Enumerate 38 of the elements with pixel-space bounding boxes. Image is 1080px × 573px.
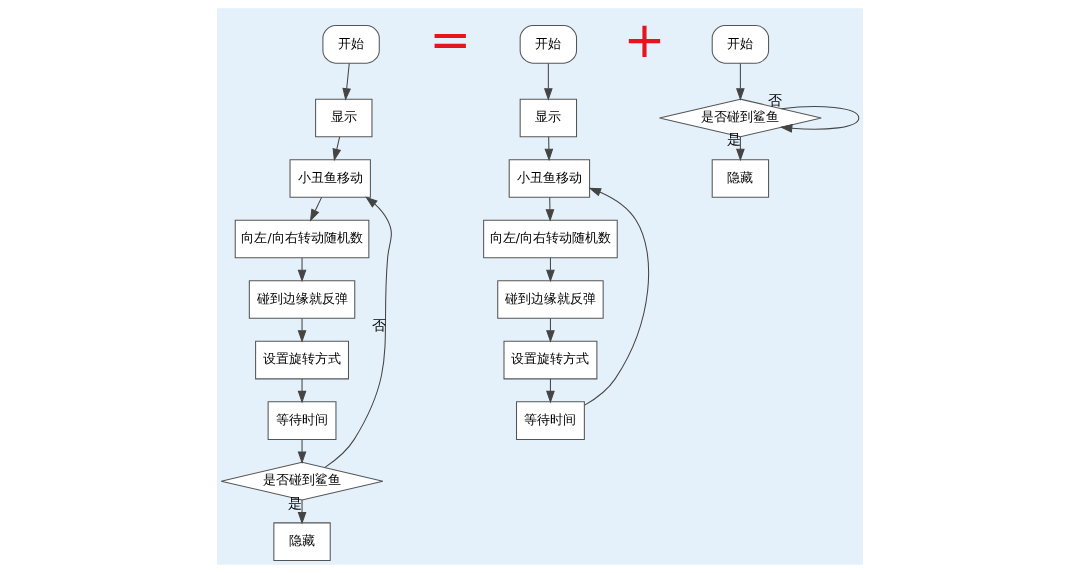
arrow: [297, 378, 307, 404]
node-box: 设置旋转方式: [255, 340, 349, 380]
node-box: 小丑鱼移动: [289, 159, 371, 198]
label: +: [623, 10, 666, 69]
node-box: 显示: [315, 98, 373, 138]
arrow: [342, 62, 352, 101]
arrow: [546, 257, 555, 283]
node-box: 等待时间: [516, 401, 585, 440]
node-box: 小丑鱼移动: [508, 159, 591, 198]
node-box: 隐藏: [273, 522, 331, 561]
arrow: [324, 196, 392, 469]
node-box: 开始: [519, 25, 578, 64]
node-box: 向左/向右转动随机数: [483, 219, 618, 259]
node-box: 开始: [711, 25, 770, 64]
node-box: 碰到边缘就反弹: [248, 280, 356, 319]
arrow: [545, 196, 555, 222]
arrow: [297, 257, 307, 283]
node-box: 开始: [322, 25, 380, 64]
arrow: [332, 136, 342, 162]
arrow: [297, 439, 307, 464]
arrow: [736, 62, 745, 101]
arrow: [309, 196, 323, 222]
arrow: [736, 136, 745, 162]
arrow: [544, 136, 554, 162]
node-box: 设置旋转方式: [503, 340, 598, 380]
arrow: [779, 106, 860, 133]
arrow: [543, 62, 553, 101]
arrow: [546, 378, 555, 404]
arrow: [297, 499, 307, 525]
label: =: [429, 10, 472, 69]
node-box: 向左/向右转动随机数: [234, 219, 370, 259]
arrow: [584, 187, 650, 406]
arrow: [297, 317, 307, 343]
node-box: 碰到边缘就反弹: [497, 280, 604, 319]
node-box: 隐藏: [711, 159, 770, 198]
node-box: 显示: [519, 98, 578, 138]
arrow: [546, 317, 555, 343]
node-box: 等待时间: [267, 401, 337, 440]
